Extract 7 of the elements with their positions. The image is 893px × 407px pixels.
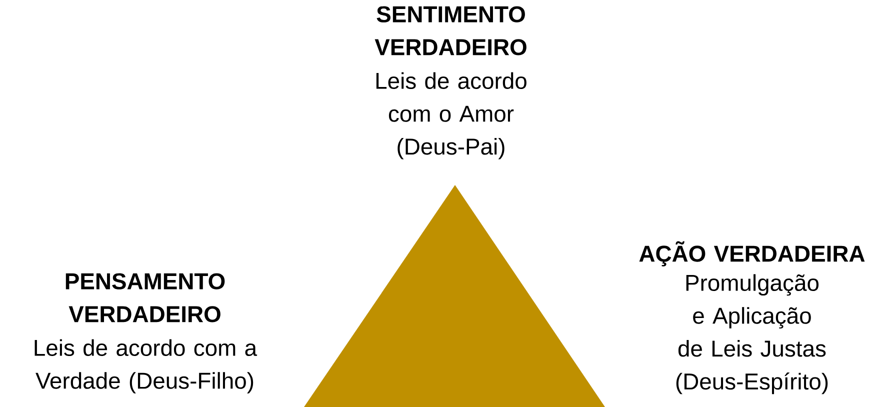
description-text: Promulgação e Aplicação de Leis Justas (Deus-Espírito)	[676, 274, 828, 394]
description-text: Leis de acordo com a Verdade (Deus-Filho)	[34, 339, 258, 394]
description-text: Leis de acordo com o Amor (Deus-Pai)	[376, 72, 526, 160]
heading: PENSAMENTO VERDADEIRO	[66, 273, 225, 322]
heading: SENTIMENTO VERDADEIRO	[374, 6, 526, 56]
heading: AÇÃO VERDADEIRA	[639, 241, 865, 266]
triangle-shape	[304, 185, 605, 407]
